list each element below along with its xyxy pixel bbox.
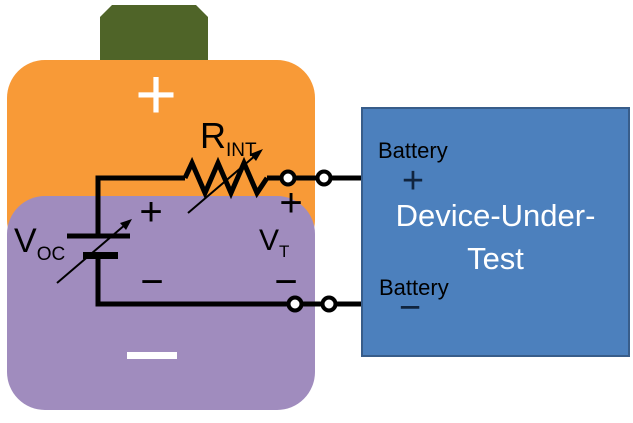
source-arrowhead-icon: [120, 219, 132, 230]
vt-plus-sign: +: [279, 181, 303, 225]
dut-battery-bottom-label: Battery: [379, 275, 449, 300]
source-variable-arrow: [56, 223, 127, 284]
v-oc-main: V: [14, 222, 37, 260]
terminal-circle-bottom-outer: [320, 295, 338, 313]
v-t-main: V: [259, 224, 280, 257]
dut-title-line2: Test: [467, 240, 524, 276]
battery-minus-icon: [127, 352, 177, 359]
v-t-sub: T: [279, 242, 290, 261]
r-int-main: R: [200, 115, 226, 156]
dut-battery-minus-sign: −: [398, 287, 422, 329]
dut-title: Device-Under- Test: [363, 195, 628, 281]
terminal-circle-top-outer: [315, 169, 333, 187]
voc-plus-sign: +: [139, 190, 163, 234]
v-t-label: VT: [259, 224, 290, 261]
battery-plus-icon: +: [134, 55, 178, 135]
vt-minus-sign: −: [274, 260, 298, 304]
v-oc-sub: OC: [36, 243, 66, 265]
device-under-test-box: Battery + Device-Under- Test Battery −: [361, 107, 630, 357]
voc-minus-sign: −: [140, 260, 164, 304]
dut-battery-plus-sign: +: [401, 160, 425, 202]
resistor-zigzag-icon: [182, 156, 270, 200]
dut-battery-top-label: Battery: [378, 138, 448, 163]
dut-title-line1: Device-Under-: [395, 198, 596, 233]
resistor-arrowhead-icon: [250, 149, 263, 161]
resistor-variable-arrow: [187, 154, 257, 214]
terminal-circle-bottom-inner: [286, 295, 304, 313]
r-int-label: RINT: [200, 115, 257, 162]
v-oc-label: VOC: [14, 224, 65, 264]
terminal-circle-top-inner: [279, 169, 297, 187]
r-int-sub: INT: [226, 140, 257, 162]
battery-terminal-cap: [100, 5, 208, 65]
